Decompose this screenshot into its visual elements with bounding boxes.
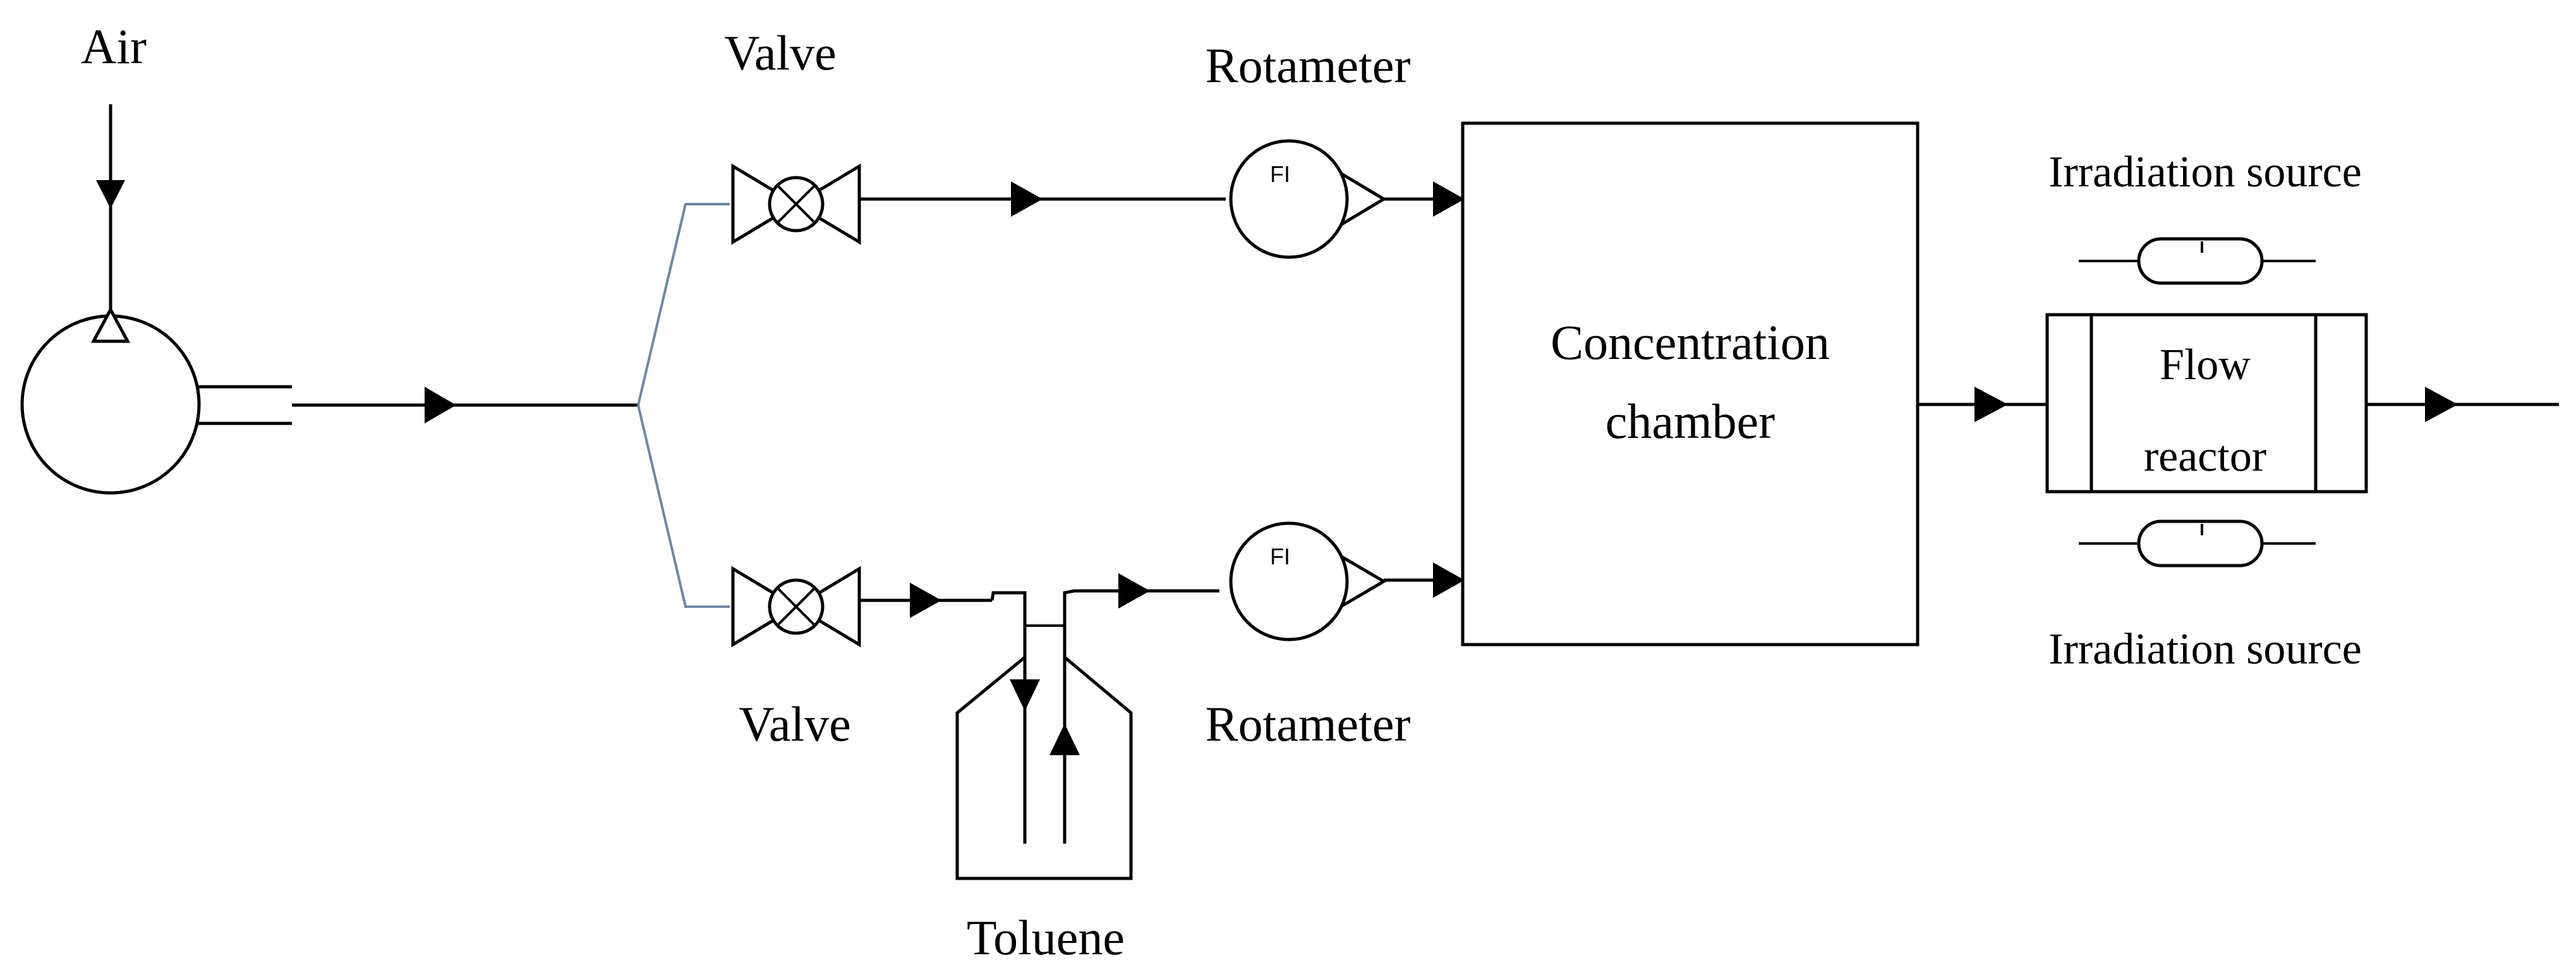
toluene-bottle — [955, 624, 1133, 880]
valve-bottom-label: Valve — [739, 696, 851, 751]
bottle-inlet-arrow — [1010, 679, 1040, 711]
air-label: Air — [81, 19, 147, 74]
reactor-label-line1: Flow — [2160, 341, 2251, 389]
air-pump-inlet-marker — [90, 306, 131, 343]
reactor-outlet-arrow — [2425, 387, 2458, 422]
bottle-inlet-tube — [990, 591, 1027, 844]
valve-top-label: Valve — [724, 25, 837, 80]
main-air-arrow — [425, 387, 456, 423]
split-line-bottom — [637, 404, 730, 608]
bottom-flow-arrow-3 — [1433, 562, 1465, 598]
irradiation-source-bottom-label: Irradiation source — [2048, 625, 2362, 674]
split-line-top — [637, 203, 730, 406]
irradiation-lamp-top — [2079, 237, 2316, 285]
bottom-flow-arrow-1 — [910, 583, 941, 618]
air-inlet-arrow — [96, 180, 125, 209]
valve-top — [731, 163, 861, 245]
irradiation-source-top-label: Irradiation source — [2048, 148, 2362, 197]
flow-reactor — [2045, 313, 2368, 494]
concentration-chamber — [1461, 121, 1920, 646]
chamber-label-line2: chamber — [1605, 394, 1775, 449]
rotameter-bottom: FI — [1229, 521, 1387, 641]
rotameter-top-tag: FI — [1270, 161, 1290, 187]
rotameter-top-label: Rotameter — [1206, 38, 1411, 93]
bottle-outlet-tube — [1063, 589, 1219, 844]
rotameter-bottom-label: Rotameter — [1206, 696, 1411, 751]
toluene-label: Toluene — [967, 910, 1125, 965]
reactor-label-line2: reactor — [2144, 432, 2266, 481]
top-flow-arrow-2 — [1433, 181, 1465, 217]
chamber-outlet-arrow — [1974, 387, 2008, 422]
bottom-flow-arrow-2 — [1118, 573, 1150, 609]
chamber-label-line1: Concentration — [1551, 315, 1830, 370]
rotameter-bottom-tag: FI — [1270, 543, 1290, 569]
bottle-outlet-arrow — [1049, 724, 1080, 755]
valve-bottom — [731, 566, 861, 648]
irradiation-lamp-bottom — [2079, 519, 2316, 567]
top-flow-arrow-1 — [1011, 181, 1043, 217]
rotameter-top: FI — [1229, 139, 1387, 259]
